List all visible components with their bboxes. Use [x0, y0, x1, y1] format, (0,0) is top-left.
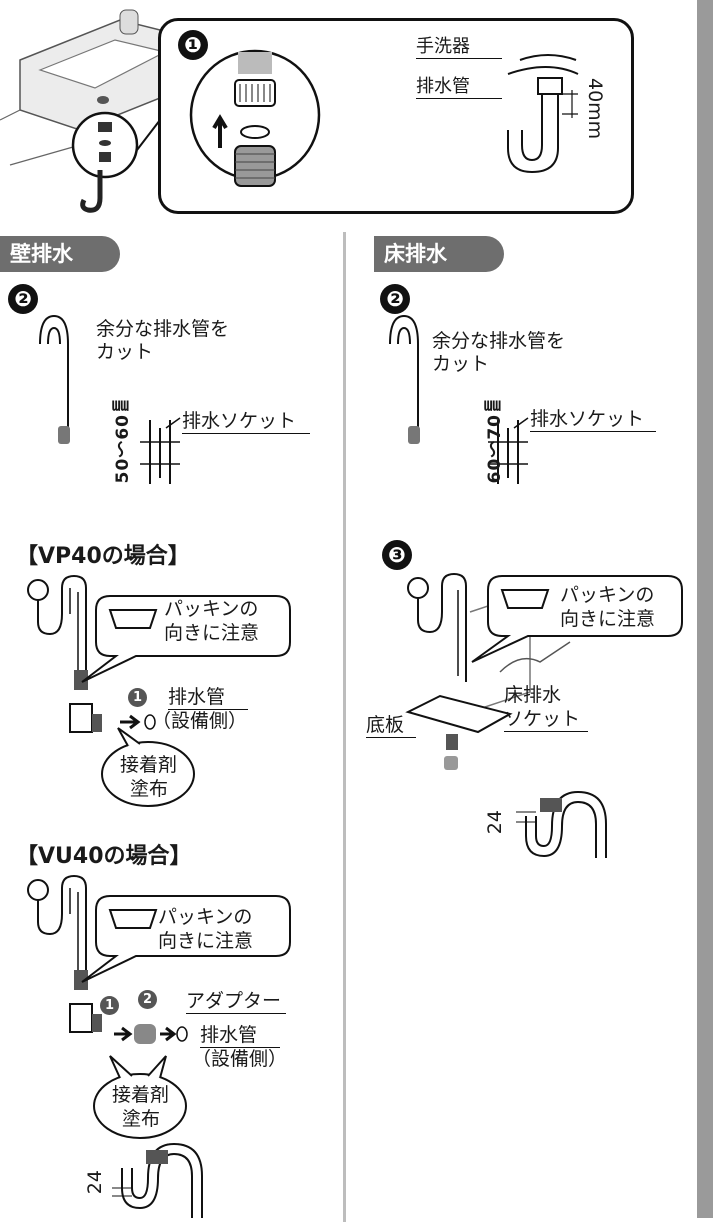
vu40-heading: 【VU40の場合】 — [16, 844, 192, 869]
drain-pipe-label: 排水管 — [416, 76, 502, 99]
vp40-callout-line1: パッキンの — [164, 598, 259, 620]
vu40-glue-bubble — [93, 1055, 187, 1139]
column-divider — [343, 232, 346, 1222]
floor-assembly — [405, 572, 571, 770]
left-trap-dimension: 24 — [84, 1170, 106, 1195]
vu40-assembly — [27, 874, 102, 1033]
right-pipe-cut — [389, 314, 420, 444]
right-trap — [516, 790, 607, 858]
step1-number: ❶ — [178, 30, 208, 60]
vp40-pipe-label-1: 排水管 — [168, 686, 248, 710]
left-step2-number: ❷ — [8, 284, 38, 314]
vu40-glue-2: 塗布 — [122, 1108, 161, 1130]
vp40-assembly — [27, 574, 102, 733]
floor-socket-label-1: 床排水 — [504, 684, 562, 706]
vu40-num1: 1 — [100, 996, 119, 1015]
vu40-num2: 2 — [138, 990, 157, 1009]
right-step3-number: ❸ — [382, 540, 412, 570]
left-cut-label-1: 余分な排水管を — [96, 318, 230, 340]
vp40-pipe-label-2: （設備側） — [152, 710, 248, 732]
floor-callout-line2: 向きに注意 — [560, 608, 656, 630]
floor-callout — [471, 575, 683, 663]
vp40-glue-bubble — [101, 727, 195, 807]
page-edge-bar — [697, 0, 713, 1218]
vu40-pipe-label-1: 排水管 — [200, 1024, 280, 1048]
left-socket-label: 排水ソケット — [182, 410, 310, 434]
step1-closeup — [189, 49, 321, 187]
vp40-glue-1: 接着剤 — [120, 754, 178, 776]
right-socket-label: 排水ソケット — [530, 408, 656, 432]
vp40-callout-line2: 向きに注意 — [164, 622, 260, 644]
vp40-arrow — [120, 714, 156, 730]
floor-callout-line1: パッキンの — [560, 584, 655, 606]
left-dimension: 50～60㎜ — [113, 396, 133, 484]
sink-label: 手洗器 — [416, 36, 502, 59]
base-plate-label: 底板 — [366, 714, 416, 738]
vp40-num1: 1 — [128, 688, 147, 707]
adapter-label: アダプター — [186, 990, 286, 1014]
trap-diagram-top — [507, 54, 579, 174]
right-cut-label-2: カット — [432, 353, 490, 375]
vp40-heading: 【VP40の場合】 — [16, 544, 190, 569]
vu40-glue-1: 接着剤 — [112, 1084, 170, 1106]
top-dimension: 40mm — [584, 78, 606, 140]
floor-socket-label-2: ソケット — [504, 708, 588, 732]
left-trap — [112, 1142, 203, 1218]
vu40-arrows — [114, 1024, 188, 1044]
vu40-callout-line1: パッキンの — [158, 906, 253, 928]
right-trap-dimension: 24 — [484, 810, 506, 835]
vp40-callout — [81, 595, 291, 683]
right-dimension: 60～70㎜ — [485, 396, 505, 484]
left-pipe-cut — [39, 314, 70, 444]
left-socket — [140, 417, 181, 484]
right-socket — [488, 417, 529, 484]
vu40-pipe-label-2: （設備側） — [192, 1048, 288, 1070]
sink-illustration — [0, 9, 181, 213]
vp40-glue-2: 塗布 — [130, 778, 169, 800]
right-step2-number: ❷ — [380, 284, 410, 314]
right-cut-label-1: 余分な排水管を — [432, 330, 566, 352]
left-cut-label-2: カット — [96, 341, 154, 363]
vu40-callout — [81, 895, 291, 983]
vu40-callout-line2: 向きに注意 — [158, 930, 254, 952]
wall-drain-tag: 壁排水 — [0, 236, 120, 272]
floor-drain-tag: 床排水 — [374, 236, 504, 272]
